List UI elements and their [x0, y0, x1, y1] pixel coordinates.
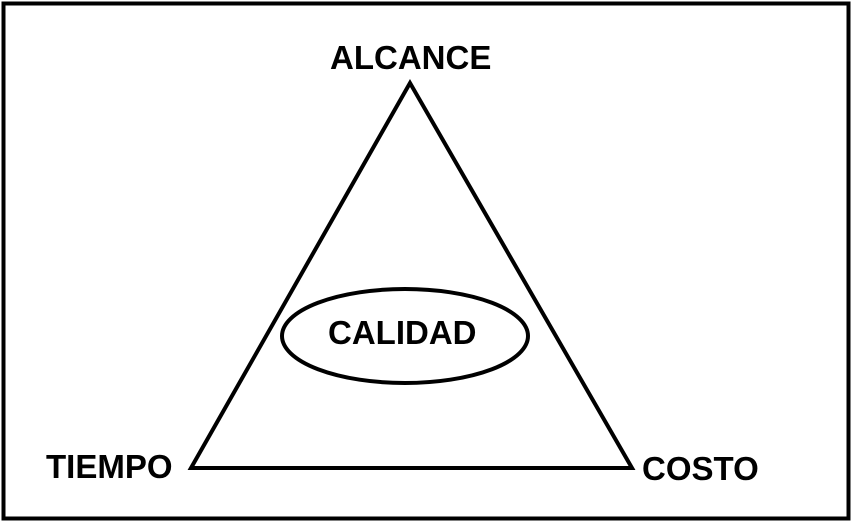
label-costo: COSTO: [642, 450, 759, 487]
triangle-shape: [187, 78, 636, 470]
label-alcance: ALCANCE: [330, 39, 492, 76]
center-ellipse: [280, 287, 530, 385]
label-calidad: CALIDAD: [328, 314, 477, 351]
label-tiempo: TIEMPO: [46, 448, 173, 485]
